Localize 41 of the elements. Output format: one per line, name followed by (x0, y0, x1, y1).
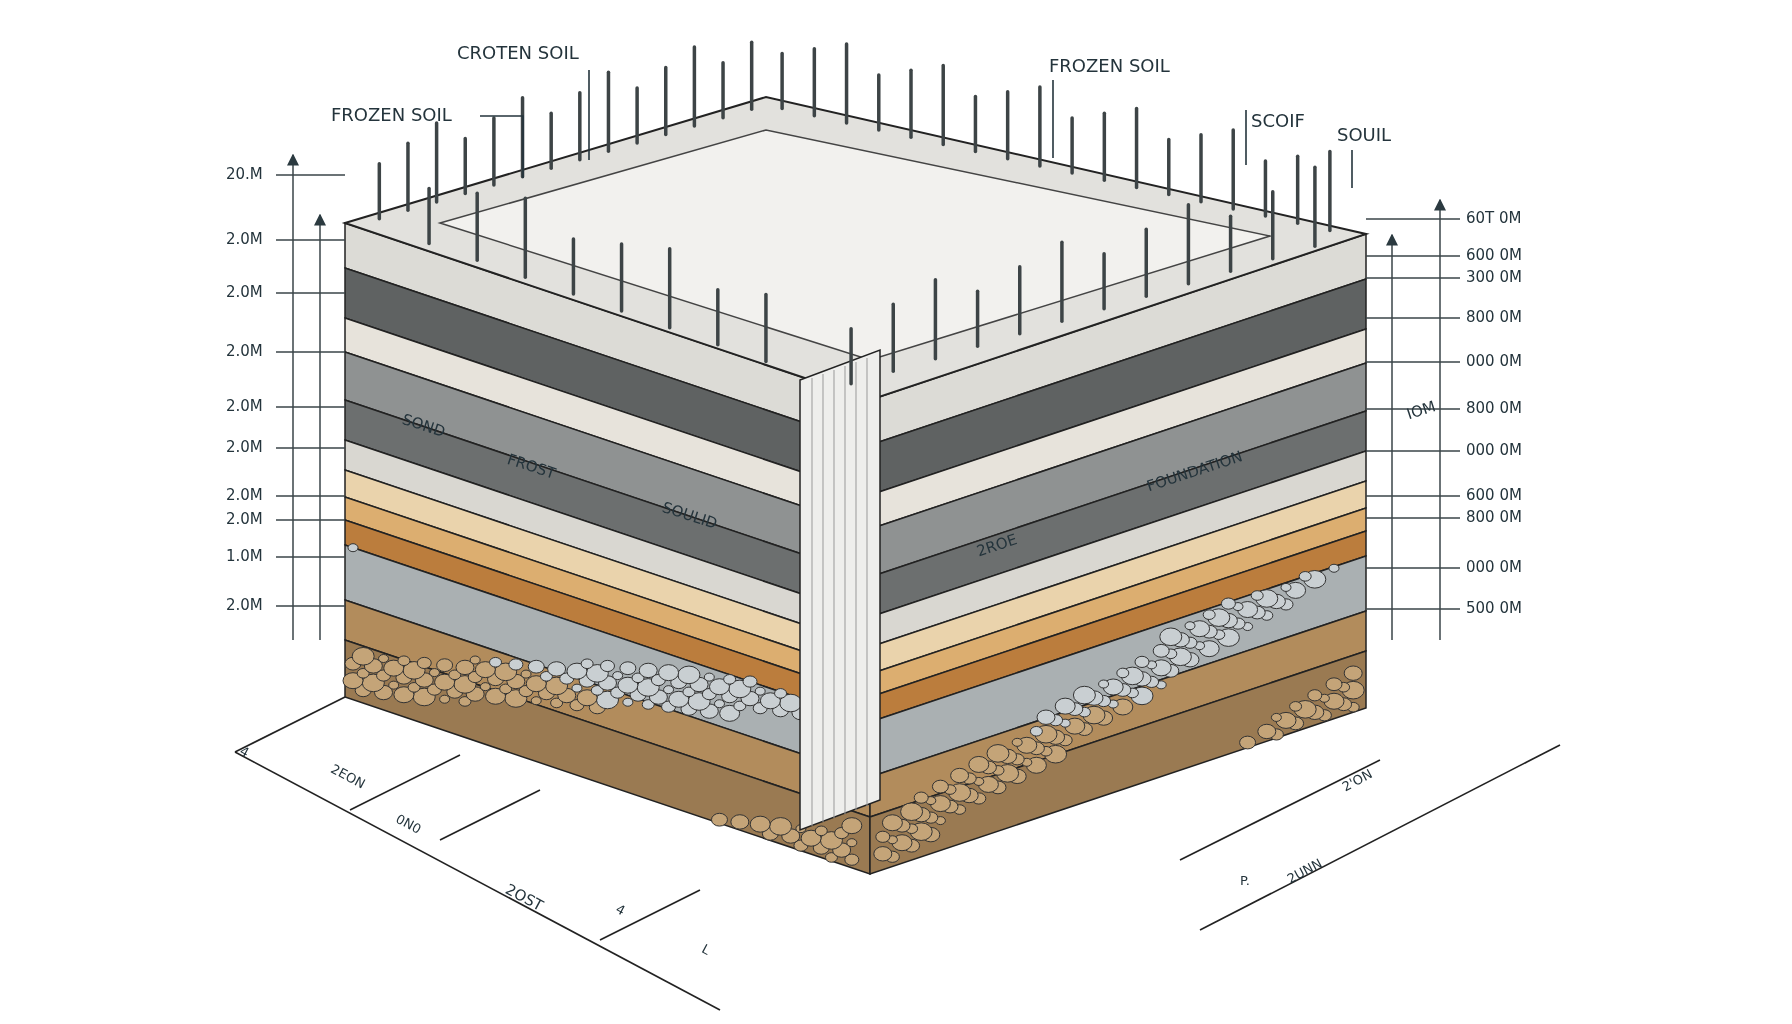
callout-label: CROTEN SOIL (457, 44, 579, 62)
leader-line (588, 69, 590, 161)
layer-label: SOND (400, 412, 447, 440)
scale-label: 2.0M (226, 344, 263, 359)
scale-label: 60T 0M (1466, 211, 1522, 226)
scale-label: 2.0M (226, 598, 263, 613)
callout-label: FROZEN SOIL (331, 106, 452, 124)
scale-label: 600 0M (1466, 248, 1522, 263)
scale-label: 2.0M (226, 285, 263, 300)
callout-label: SOUIL (1337, 126, 1392, 144)
dimension-label: 2'ON (1340, 767, 1375, 794)
dimension-label: 4 (613, 902, 628, 918)
dimension-label: P. (1240, 874, 1250, 887)
scale-label: 300 0M (1466, 270, 1522, 285)
scale-label: 000 0M (1466, 560, 1522, 575)
scale-label: 500 0M (1466, 601, 1522, 616)
scale-label: 2.0M (226, 512, 263, 527)
dimension-label: 0N0 (393, 812, 424, 836)
scale-label: 800 0M (1466, 401, 1522, 416)
scale-label: 000 0M (1466, 354, 1522, 369)
scale-label: 2.0M (226, 232, 263, 247)
layer-label: FROST (505, 452, 558, 482)
scale-label: 000 0M (1466, 443, 1522, 458)
leader-line (1245, 109, 1247, 166)
callout-label: SCOIF (1251, 112, 1305, 130)
scale-label: 2.0M (226, 488, 263, 503)
leader-line (479, 115, 524, 179)
scale-label: 20.M (226, 167, 263, 182)
scale-label: 1.0M (226, 549, 263, 564)
dimension-label: L (699, 942, 713, 957)
callout-label: FROZEN SOIL (1049, 57, 1170, 75)
dimension-label: 4 (237, 744, 252, 760)
layer-label: IOM (1405, 399, 1438, 423)
scale-label: 800 0M (1466, 510, 1522, 525)
leader-line (1351, 149, 1353, 189)
scale-label: 2.0M (226, 440, 263, 455)
scale-label: 800 0M (1466, 310, 1522, 325)
layer-label: 2ROE (975, 532, 1019, 560)
leader-line (1052, 79, 1054, 159)
scale-label: 2.0M (226, 399, 263, 414)
scale-label: 600 0M (1466, 488, 1522, 503)
